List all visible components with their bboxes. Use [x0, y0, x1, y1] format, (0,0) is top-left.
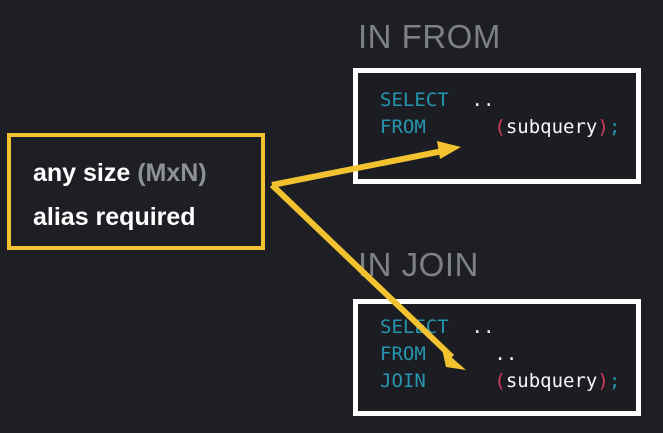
sql-subquery-identifier: subquery — [505, 116, 598, 138]
sql-keyword: FROM — [380, 343, 426, 365]
section-heading-in-join: IN JOIN — [358, 246, 479, 283]
code-box-in-from: SELECT .. FROM (subquery); — [353, 68, 641, 184]
callout-line-any-size: any size (MxN) — [33, 151, 261, 195]
sql-ellipsis: .. — [471, 89, 495, 111]
sql-gap — [426, 343, 495, 365]
code-line-select: SELECT .. — [380, 87, 636, 114]
sql-gap — [426, 370, 495, 392]
code-box-in-join: SELECT .. FROM .. JOIN (subquery); — [353, 299, 641, 416]
sql-paren-close: ) — [597, 370, 609, 392]
sql-subquery-identifier: subquery — [505, 370, 598, 392]
sql-keyword: SELECT — [380, 316, 449, 338]
sql-semicolon: ; — [608, 370, 621, 392]
code-line-from: FROM (subquery); — [380, 114, 636, 141]
sql-ellipsis: .. — [494, 343, 518, 365]
sql-keyword: FROM — [380, 116, 426, 138]
callout-line-alias-required: alias required — [33, 203, 196, 231]
callout-any-size-text: any size — [33, 159, 138, 187]
sql-gap — [426, 116, 495, 138]
code-line-join: JOIN (subquery); — [380, 368, 636, 395]
sql-gap — [449, 89, 472, 111]
sql-ellipsis: .. — [471, 316, 495, 338]
callout-dimensions-text: (MxN) — [137, 159, 207, 187]
sql-paren-close: ) — [597, 116, 609, 138]
sql-keyword: JOIN — [380, 370, 426, 392]
sql-paren-open: ( — [494, 116, 506, 138]
sql-semicolon: ; — [608, 116, 621, 138]
subquery-constraints-callout: any size (MxN) alias required — [7, 133, 265, 250]
code-line-select: SELECT .. — [380, 314, 636, 341]
code-box-in-join-inner: SELECT .. FROM .. JOIN (subquery); — [358, 304, 636, 411]
code-box-in-from-inner: SELECT .. FROM (subquery); — [358, 73, 636, 179]
code-line-from: FROM .. — [380, 341, 636, 368]
sql-paren-open: ( — [494, 370, 506, 392]
sql-gap — [449, 316, 472, 338]
sql-keyword: SELECT — [380, 89, 449, 111]
section-heading-in-from: IN FROM — [358, 18, 501, 55]
